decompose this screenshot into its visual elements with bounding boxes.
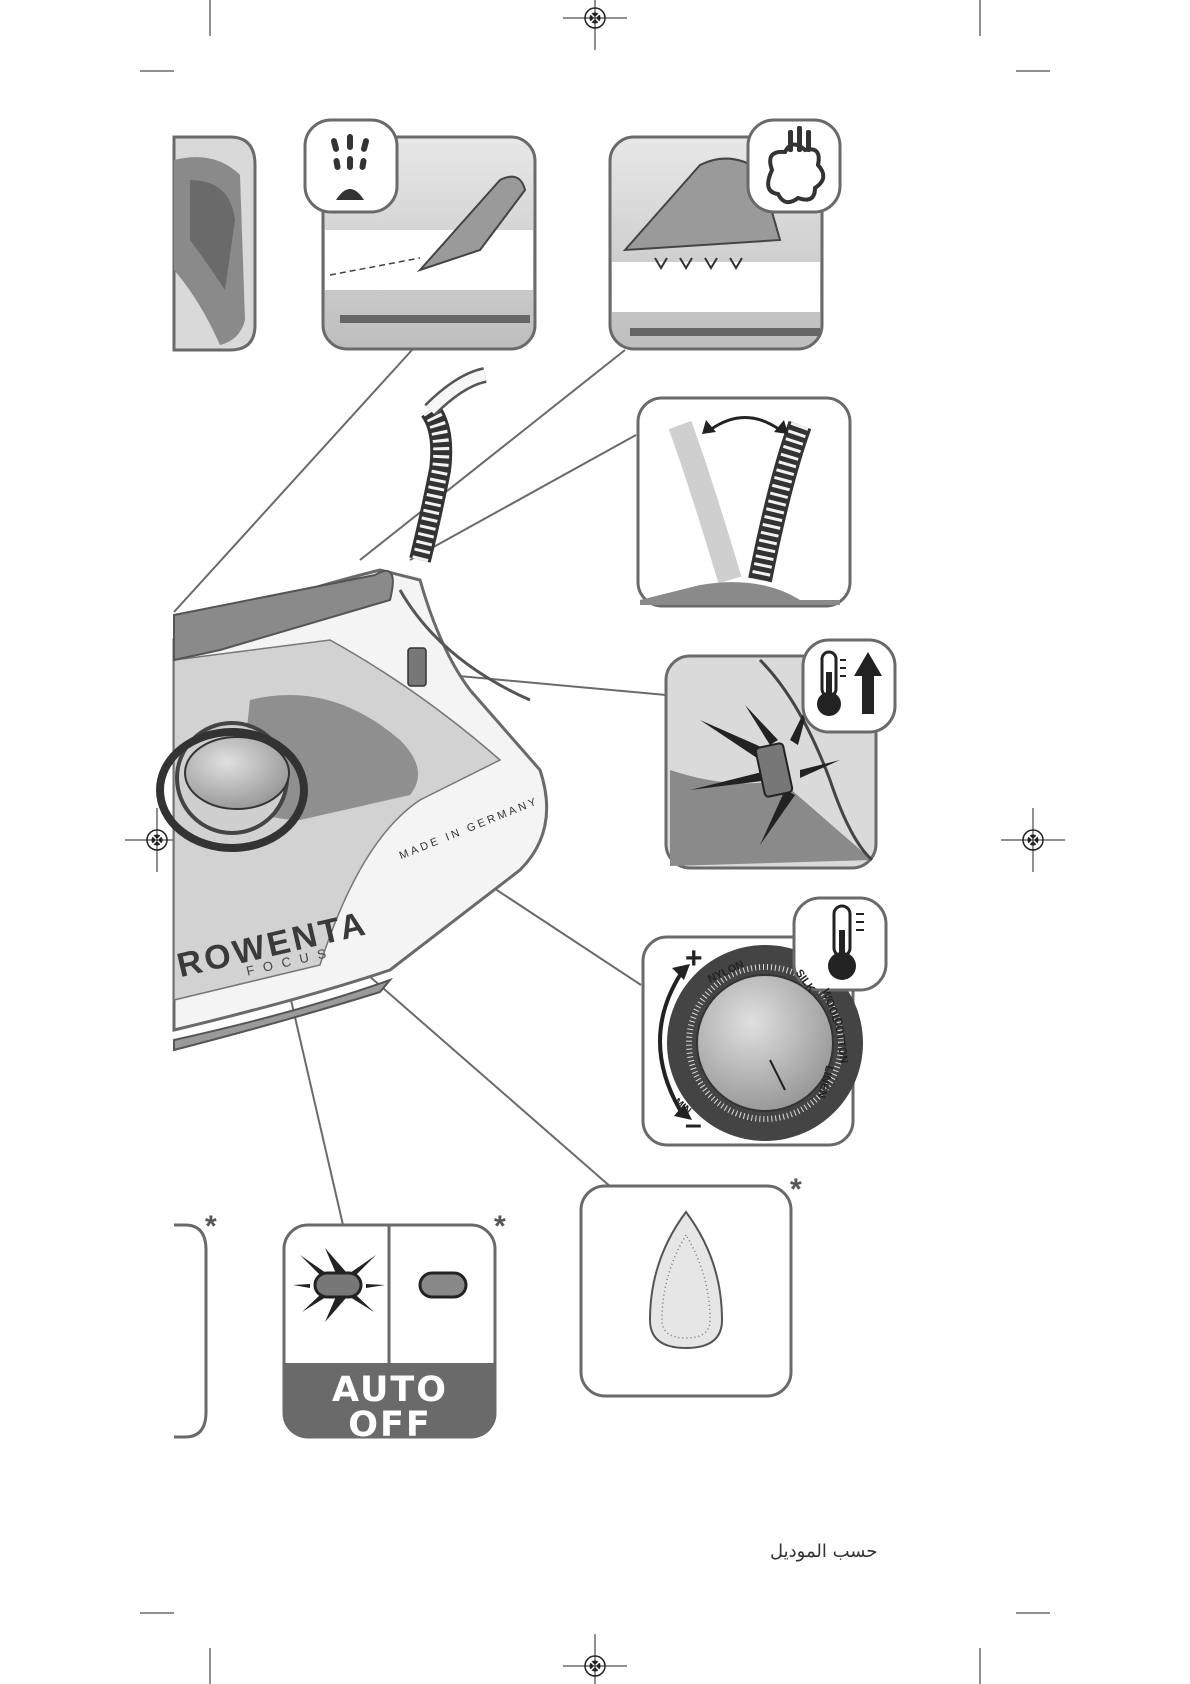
handle-detail-panel xyxy=(172,135,257,352)
partial-panel xyxy=(174,1223,208,1439)
footnote-marker: * xyxy=(494,1210,506,1243)
soleplate-icon xyxy=(648,1210,724,1350)
auto-off-label: AUTO OFF xyxy=(331,1370,449,1445)
steam-burst-icon xyxy=(303,118,399,214)
crop-marks xyxy=(140,0,1050,1684)
dial-minus-sign: – xyxy=(685,1108,702,1141)
temperature-dial-panel xyxy=(641,935,863,1147)
vertical-steam-icon xyxy=(746,118,842,214)
iron-body xyxy=(156,367,549,1052)
footnote-text: حسب الموديل xyxy=(770,1541,878,1562)
thermometer-icon xyxy=(792,896,888,992)
footnote-marker: * xyxy=(205,1210,217,1243)
thermometer-up-icon xyxy=(801,638,897,734)
dial-plus-sign: + xyxy=(685,942,703,975)
auto-off-light-icon xyxy=(293,1248,468,1322)
cord-pivot-panel xyxy=(636,396,852,608)
footnote-marker: * xyxy=(790,1173,802,1206)
